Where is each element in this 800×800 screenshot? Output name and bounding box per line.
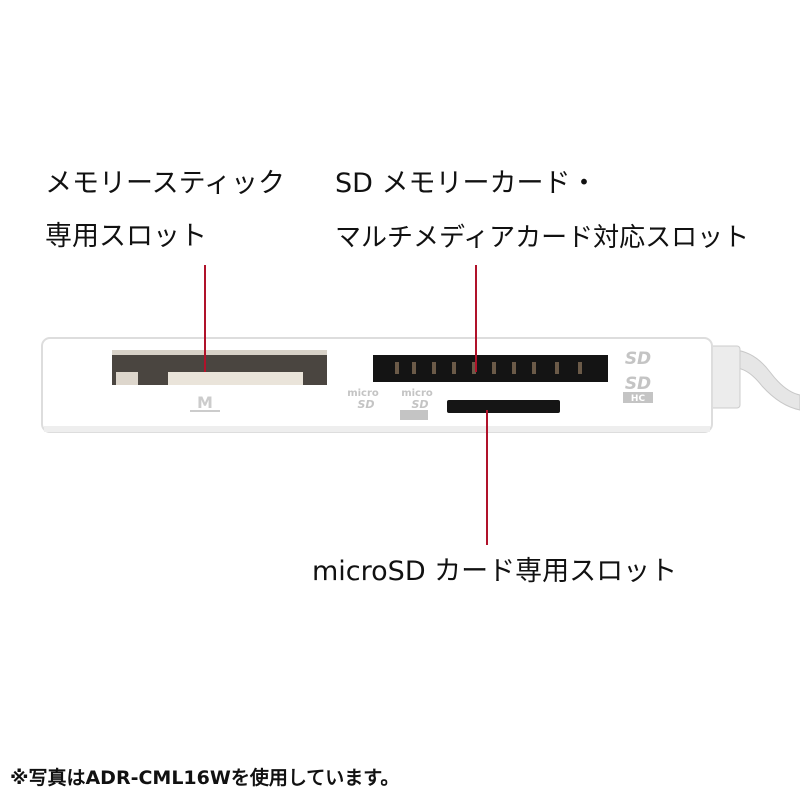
microsd-label: microSD カード専用スロット — [312, 556, 678, 587]
footer-note: ※写真はADR-CML16Wを使用しています。 — [10, 767, 400, 789]
memory-stick-label-line1: メモリースティック — [45, 168, 286, 199]
memory-stick-logo-icon: M — [197, 393, 213, 412]
sd-slot — [373, 355, 608, 382]
hc-badge — [623, 392, 653, 403]
sd-label-line1: SD メモリーカード・ — [335, 168, 598, 199]
slot-key — [116, 372, 138, 385]
slot-connector — [168, 372, 303, 385]
sd-logo-icon: SD — [625, 349, 651, 369]
memory-stick-label-line2: 専用スロット — [45, 221, 207, 252]
sd-slot-pins — [395, 362, 582, 374]
microsdhc-logo-icon: micro — [401, 388, 433, 399]
sd-label-line2: マルチメディアカード対応スロット — [335, 223, 750, 253]
microsd-logo-icon: micro — [347, 388, 379, 399]
microsd-slot — [447, 400, 560, 413]
memory-stick-logo-line — [190, 410, 220, 412]
microsdhc-hc-badge — [400, 410, 428, 420]
sdhc-logo-icon: SD — [625, 374, 651, 394]
microsdhc-logo-sd: SD — [411, 398, 428, 411]
device-bottom-edge — [44, 426, 710, 432]
microsd-logo-sd: SD — [357, 398, 374, 411]
hc-badge-text: HC — [631, 394, 646, 404]
slot-lip — [112, 350, 327, 355]
